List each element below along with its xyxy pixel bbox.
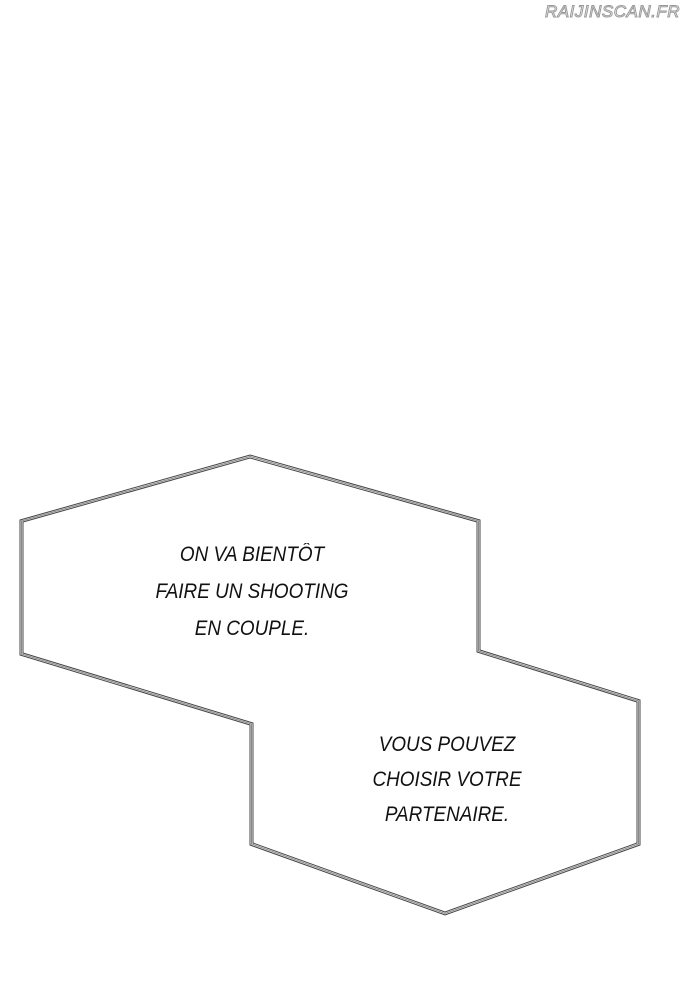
bubble-outline-mid — [21, 455, 639, 915]
watermark: RAIJINSCAN.FR — [545, 2, 680, 22]
bubble-outline-outer — [19, 454, 641, 916]
dialogue-line: FAIRE UN SHOOTING — [155, 580, 349, 603]
bubble-outline-inner — [22, 457, 638, 913]
dialogue-line: CHOISIR VOTRE — [372, 768, 522, 791]
dialogue-line: ON VA BIENTÔT — [179, 543, 325, 566]
dialogue-line: PARTENAIRE. — [384, 803, 510, 826]
dialogue-line: VOUS POUVEZ — [378, 733, 516, 756]
speech-bubble-2: VOUS POUVEZ CHOISIR VOTRE PARTENAIRE. — [312, 727, 582, 832]
speech-bubble-1: ON VA BIENTÔT FAIRE UN SHOOTING EN COUPL… — [117, 536, 387, 647]
dialogue-line: EN COUPLE. — [194, 617, 310, 640]
